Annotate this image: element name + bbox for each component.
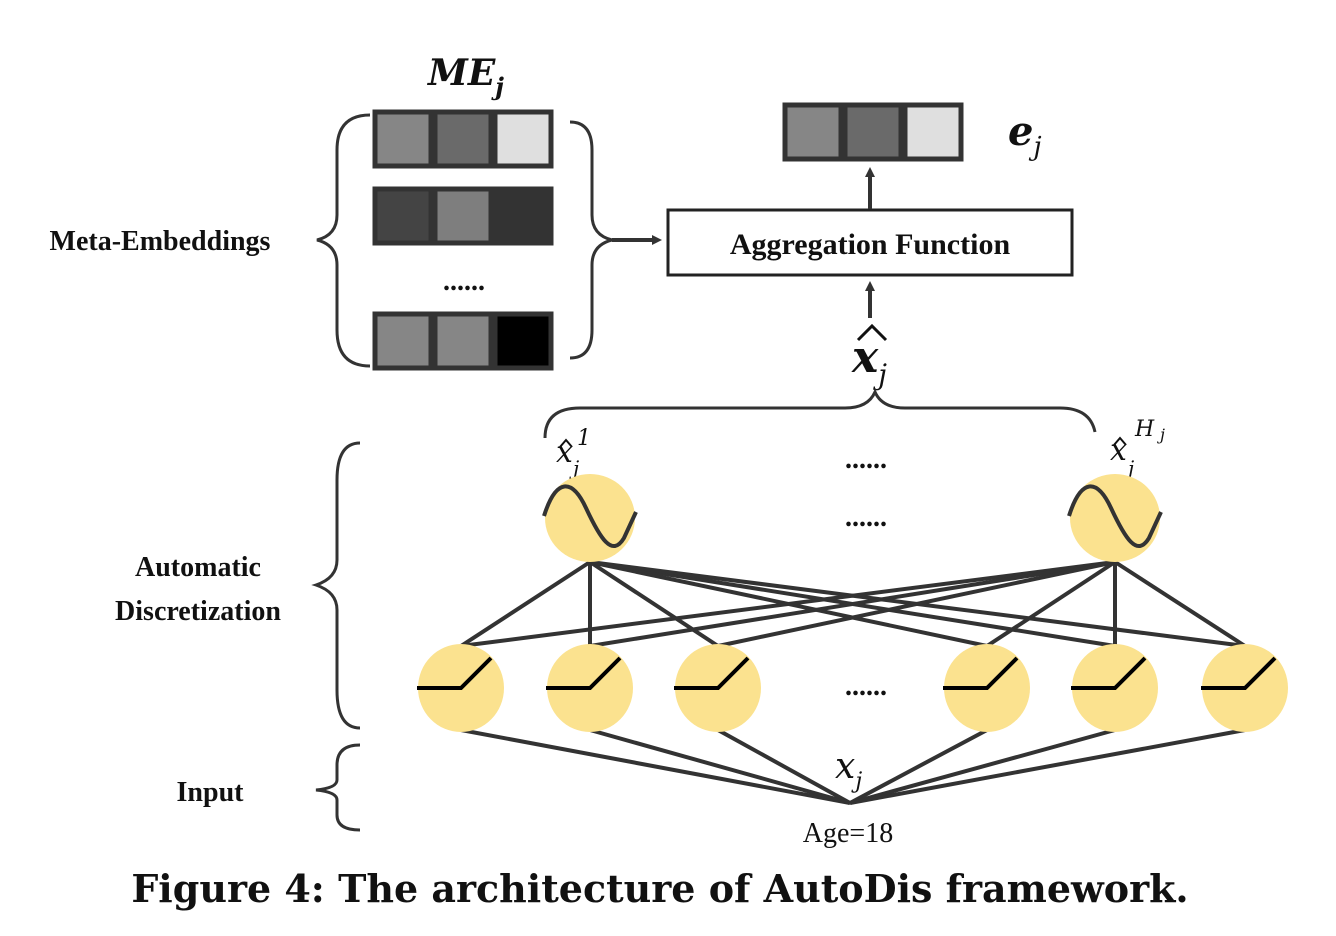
connection-line [985, 560, 1117, 648]
softmax-node [1067, 474, 1163, 562]
hat-accent [856, 323, 888, 342]
connection-line [1113, 560, 1247, 648]
brace-automatic-discretization [311, 441, 361, 730]
input-line [849, 728, 1246, 805]
svg-text:j: j [1157, 425, 1165, 444]
ramp-node [1071, 644, 1158, 732]
me-cell [432, 109, 494, 169]
ej-cell [902, 102, 964, 162]
label-input: Input [177, 777, 245, 808]
softmax-ellipsis-top: ...... [845, 444, 887, 475]
label-meta-embeddings: Meta-Embeddings [50, 226, 271, 257]
connection-line [717, 560, 1116, 648]
svg-text:xj: xj [851, 332, 887, 391]
input-variable-label: xj [835, 746, 862, 794]
ej-label: ej [1008, 108, 1042, 162]
input-line [849, 728, 1116, 805]
connections [459, 560, 1247, 648]
relu-icon [674, 656, 750, 690]
brace-meta-embeddings [316, 113, 371, 368]
svg-text:j: j [1124, 456, 1134, 480]
connection-line [589, 560, 1116, 648]
label-discretization: Discretization [115, 596, 281, 627]
softmax-ellipsis-mid: ...... [845, 502, 887, 533]
input-example: Age=18 [803, 818, 893, 849]
me-cell [492, 109, 554, 169]
x-hat-j-label: xj [851, 323, 888, 391]
ramp-node [1201, 644, 1288, 732]
connection-line [459, 560, 592, 648]
me-j-title: MEj [426, 52, 504, 101]
sine-wave-icon [1067, 484, 1163, 548]
aggregation-function-box [666, 208, 1074, 277]
input-line [849, 728, 988, 805]
input-line [717, 728, 851, 805]
svg-text:H: H [1134, 417, 1155, 442]
me-cell [372, 186, 434, 246]
softmax-nodes [542, 474, 1163, 562]
connection-line [588, 560, 720, 648]
meta-embedding-row-1 [372, 109, 554, 169]
ramp-ellipsis: ...... [845, 671, 887, 702]
x-hat-j-H-label: x j H j [1110, 417, 1165, 480]
sine-wave-icon [542, 484, 638, 548]
meta-embedding-ellipsis: ...... [443, 266, 485, 297]
ramp-nodes [417, 644, 1288, 732]
relu-icon [546, 656, 622, 690]
ej-cell [782, 102, 844, 162]
brace-meta-embeddings-right [569, 120, 613, 360]
label-automatic: Automatic [135, 552, 261, 583]
me-cell [432, 186, 494, 246]
svg-text:1: 1 [577, 426, 591, 451]
ramp-node [546, 644, 633, 732]
meta-embedding-row-3 [372, 311, 554, 371]
figure-caption: Figure 4: The architecture of AutoDis fr… [131, 866, 1188, 911]
relu-icon [943, 656, 1019, 690]
softmax-node [542, 474, 638, 562]
ramp-node [674, 644, 761, 732]
connection-line [460, 560, 1116, 648]
ramp-node [417, 644, 504, 732]
me-cell [492, 311, 554, 371]
relu-icon [1071, 656, 1147, 690]
aggregation-function-label: Aggregation Function [730, 228, 1011, 261]
me-cell [372, 109, 434, 169]
brace-input [315, 743, 361, 832]
relu-icon [1201, 656, 1277, 690]
ej-cell [842, 102, 904, 162]
input-lines [460, 728, 1246, 805]
me-cell [432, 311, 494, 371]
input-line [460, 728, 851, 805]
svg-text:j: j [569, 456, 579, 480]
ramp-node [943, 644, 1030, 732]
me-cell [372, 311, 434, 371]
relu-icon [417, 656, 493, 690]
input-line [589, 728, 851, 805]
output-embedding [782, 102, 964, 162]
me-cell [492, 186, 554, 246]
meta-embedding-row-2 [372, 186, 554, 246]
brace-x-hat [543, 388, 1097, 439]
x-hat-j-1-label: x j 1 [556, 426, 591, 480]
